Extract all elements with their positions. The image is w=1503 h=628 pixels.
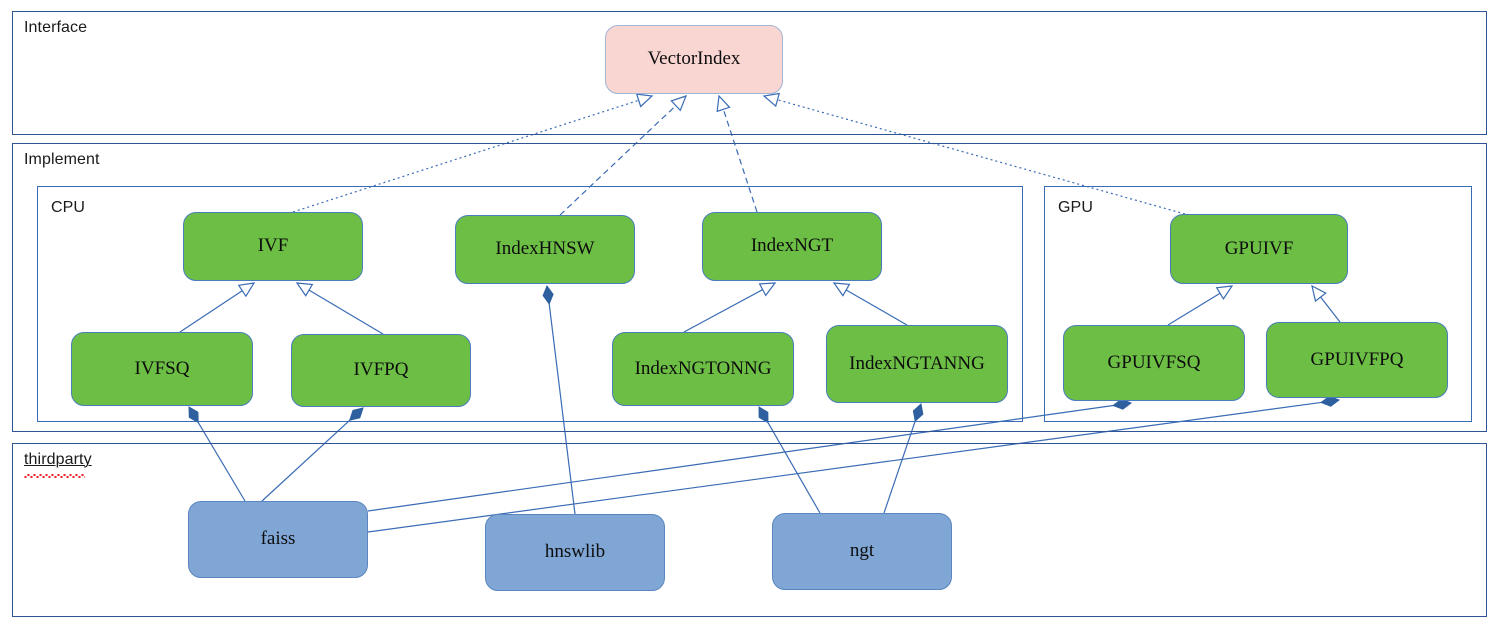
node-faiss[interactable]: faiss (188, 501, 368, 578)
node-indexhnsw[interactable]: IndexHNSW (455, 215, 635, 284)
spellcheck-squiggle-thirdparty (24, 474, 85, 478)
group-container-gpu (1044, 186, 1472, 422)
node-vectorindex[interactable]: VectorIndex (605, 25, 783, 94)
group-container-cpu (37, 186, 1023, 422)
node-ngt[interactable]: ngt (772, 513, 952, 590)
node-ivfpq[interactable]: IVFPQ (291, 334, 471, 407)
node-hnswlib[interactable]: hnswlib (485, 514, 665, 591)
node-ivfsq[interactable]: IVFSQ (71, 332, 253, 406)
group-label-thirdparty: thirdparty (24, 451, 92, 468)
node-gpuivfpq[interactable]: GPUIVFPQ (1266, 322, 1448, 398)
group-label-gpu: GPU (1058, 199, 1093, 216)
group-label-implement: Implement (24, 151, 100, 168)
group-label-interface: Interface (24, 19, 88, 36)
node-indexngt[interactable]: IndexNGT (702, 212, 882, 281)
group-container-thirdparty (12, 443, 1487, 617)
node-indexngtanng[interactable]: IndexNGTANNG (826, 325, 1008, 403)
node-gpuivfsq[interactable]: GPUIVFSQ (1063, 325, 1245, 401)
group-container-implement (12, 143, 1487, 432)
node-gpuivf[interactable]: GPUIVF (1170, 214, 1348, 284)
group-container-interface (12, 11, 1487, 135)
node-indexngtonng[interactable]: IndexNGTONNG (612, 332, 794, 406)
node-ivf[interactable]: IVF (183, 212, 363, 281)
group-label-cpu: CPU (51, 199, 86, 216)
